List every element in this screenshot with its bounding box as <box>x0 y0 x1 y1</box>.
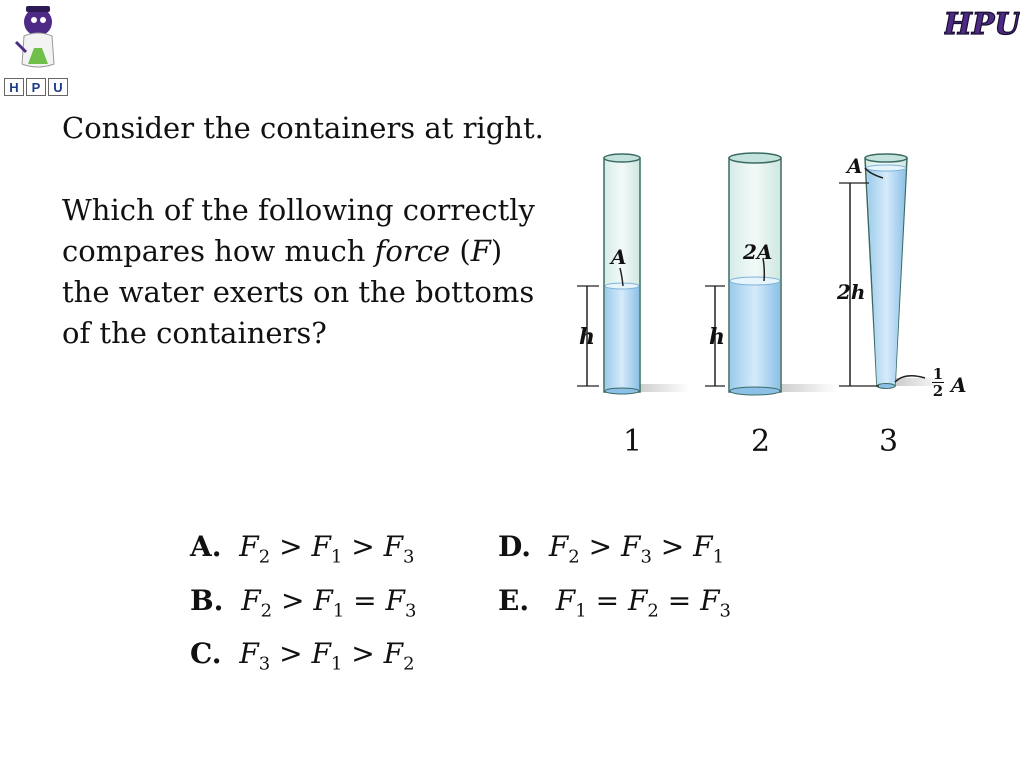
answer-letter: C. <box>190 637 222 670</box>
operator: = <box>586 584 628 617</box>
operator: > <box>270 637 312 670</box>
answer-letter: B. <box>190 584 224 617</box>
fraction-bar <box>932 382 944 383</box>
question-line-1: Consider the containers at right. <box>62 111 544 145</box>
containers-figure: A h 2A h A 2h 1 2 A 1 2 3 <box>565 140 985 470</box>
operator: = <box>658 584 701 617</box>
container-2-height-label: h <box>709 324 725 350</box>
subscript: 3 <box>258 653 271 675</box>
force-symbol: F <box>693 530 713 563</box>
subscript: 1 <box>330 546 343 568</box>
force-symbol: F <box>621 530 641 563</box>
container-2 <box>705 152 837 396</box>
answer-choice-d[interactable]: D. F2 > F3 > F1 <box>498 530 724 568</box>
operator: > <box>579 530 621 563</box>
paren-open: ( <box>450 234 471 268</box>
subscript: 3 <box>403 546 415 568</box>
force-symbol: F <box>383 637 404 670</box>
operator: > <box>272 584 314 617</box>
question-line-5: of the containers? <box>62 316 327 350</box>
hpu-letter-tiles: H P U <box>4 78 68 96</box>
container-1 <box>577 153 689 395</box>
force-symbol: F <box>385 584 405 617</box>
subscript: 2 <box>258 546 271 568</box>
answer-choice-c[interactable]: C. F3 > F1 > F2 <box>190 637 415 675</box>
question-text: Consider the containers at right. Which … <box>62 108 562 354</box>
answer-expression: F2 > F1 > F3 <box>239 530 414 568</box>
paren-close: ) <box>490 234 503 268</box>
container-3-bottom-area-label: A <box>951 373 967 397</box>
answer-letter: D. <box>498 530 532 563</box>
container-2-area-label: 2A <box>743 240 773 264</box>
subscript: 2 <box>403 653 415 675</box>
subscript: 2 <box>647 600 659 622</box>
answer-expression: F2 > F1 = F3 <box>241 584 416 622</box>
container-3-height-label: 2h <box>837 280 866 304</box>
operator: > <box>342 637 384 670</box>
question-line-2: Which of the following correctly <box>62 193 535 227</box>
hpu-mascot-logo <box>14 6 55 68</box>
force-symbol: F <box>555 584 576 617</box>
force-symbol: F <box>548 530 569 563</box>
caption-container-1: 1 <box>623 424 643 459</box>
subscript: 1 <box>575 600 587 622</box>
caption-container-2: 2 <box>751 424 771 459</box>
containers-drawing <box>577 152 945 396</box>
question-line-4: the water exerts on the bottoms <box>62 275 535 309</box>
subscript: 1 <box>330 653 343 675</box>
force-symbol: F <box>313 584 333 617</box>
force-word: force <box>374 234 451 268</box>
question-line-3-start: compares how much <box>62 234 375 268</box>
subscript: 1 <box>332 600 345 622</box>
subscript: 3 <box>404 600 417 622</box>
container-1-height-label: h <box>579 324 595 350</box>
force-symbol: F <box>700 584 720 617</box>
hpu-wordmark-logo: HPU <box>944 6 1020 42</box>
force-symbol: F <box>241 584 261 617</box>
container-1-area-label: A <box>611 245 627 269</box>
force-symbol: F <box>311 637 331 670</box>
container-3-bottom-area-fraction: 1 2 <box>932 366 944 399</box>
subscript: 3 <box>719 600 731 622</box>
caption-container-3: 3 <box>879 424 899 459</box>
force-symbol: F <box>470 234 491 268</box>
subscript: 1 <box>712 546 725 568</box>
operator: > <box>270 530 312 563</box>
subscript: 2 <box>568 546 580 568</box>
logo-wordmark-text: HPU <box>944 7 1020 42</box>
force-symbol: F <box>239 530 259 563</box>
answer-expression: F3 > F1 > F2 <box>239 637 414 675</box>
fraction-numerator: 1 <box>932 365 944 383</box>
answer-choice-a[interactable]: A. F2 > F1 > F3 <box>190 530 415 568</box>
force-symbol: F <box>239 637 259 670</box>
answer-choice-b[interactable]: B. F2 > F1 = F3 <box>190 584 416 622</box>
subscript: 3 <box>640 546 652 568</box>
subscript: 2 <box>260 600 273 622</box>
question-line-3: compares how much force (F) <box>62 231 562 272</box>
force-symbol: F <box>383 530 404 563</box>
answer-expression: F2 > F3 > F1 <box>548 530 724 568</box>
container-3 <box>839 153 945 389</box>
operator: > <box>651 530 694 563</box>
container-3-top-area-label: A <box>847 154 863 178</box>
logo-letter-u: U <box>48 78 68 96</box>
answer-letter: A. <box>190 530 222 563</box>
answer-letter: E. <box>498 584 530 617</box>
force-symbol: F <box>627 584 648 617</box>
answer-choice-e[interactable]: E. F1 = F2 = F3 <box>498 584 731 622</box>
operator: = <box>344 584 386 617</box>
logo-letter-p: P <box>26 78 46 96</box>
answer-expression: F1 = F2 = F3 <box>555 584 731 622</box>
logo-letter-h: H <box>4 78 24 96</box>
operator: > <box>342 530 384 563</box>
force-symbol: F <box>311 530 331 563</box>
fraction-denominator: 2 <box>932 382 944 400</box>
